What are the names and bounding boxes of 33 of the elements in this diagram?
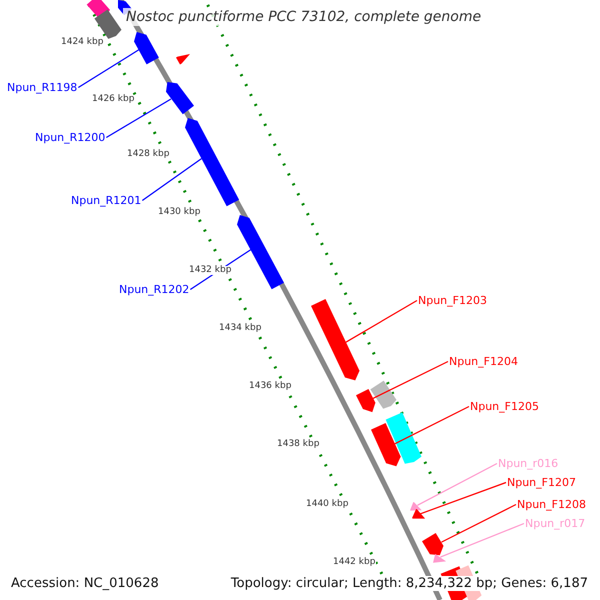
gene-label: Npun_R1198 [7,82,78,93]
leader-line [106,98,172,138]
scale-label: 1432 kbp [188,266,232,275]
leader-line [417,462,498,506]
leader-line [78,49,140,88]
gene-label: Npun_R1200 [35,132,106,143]
scale-label: 1440 kbp [305,500,350,509]
gene-label: Npun_R1201 [71,195,142,206]
leader-line [441,504,516,543]
gene-label: Npun_r017 [525,518,586,529]
leader-line [440,522,524,558]
gene-label: Npun_F1205 [470,401,539,412]
gene-label: Npun_F1207 [507,477,576,488]
scale-label: 1430 kbp [157,208,202,217]
leader-line [372,360,448,399]
scale-label: 1426 kbp [91,95,136,104]
gene-label: Npun_R1202 [119,284,190,295]
scale-label: 1438 kbp [276,440,320,449]
gene-label: Npun_r016 [498,458,558,469]
scale-label: 1428 kbp [126,150,170,159]
scale-label: 1442 kbp [332,558,376,567]
accession-text: Accession: NC_010628 [9,576,161,591]
scale-label: 1436 kbp [248,382,292,391]
leader-line [142,158,202,201]
gene-label: Npun_F1203 [418,295,487,306]
leader-line [394,406,470,444]
leader-line [420,482,506,514]
genome-summary-text: Topology: circular; Length: 8,234,322 bp; Genes: 6,187 [228,576,590,591]
leader-line [346,300,418,343]
scale-label: 1434 kbp [218,324,262,333]
gene-label: Npun_F1204 [449,356,518,367]
gene-label: Npun_F1208 [517,499,586,510]
scale-label: 1424 kbp [60,38,104,47]
